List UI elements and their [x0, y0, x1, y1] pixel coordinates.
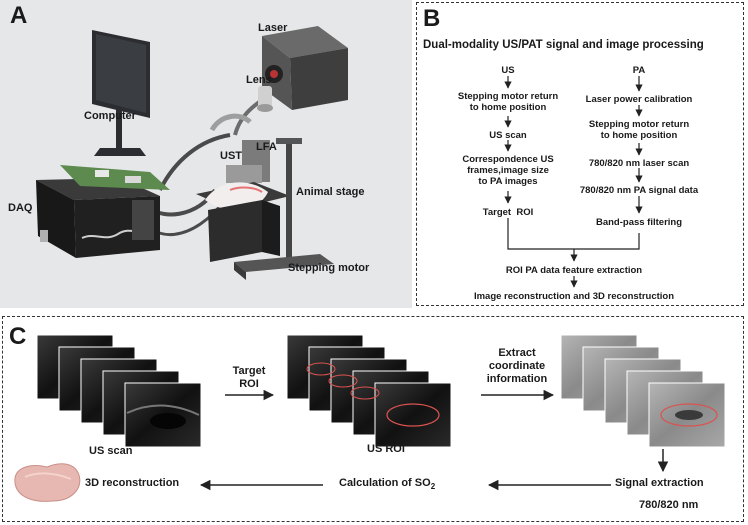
- label-us-scan: US scan: [89, 445, 133, 457]
- panel-c-pipeline: C: [2, 316, 744, 522]
- panel-a-hardware-illustration: A Laser Lens Computer UST LFA Animal sta…: [0, 0, 412, 308]
- panel-b-flowchart: B Dual-modality US/PAT signal and image …: [416, 2, 744, 306]
- label-animal-stage: Animal stage: [296, 186, 365, 198]
- pa-step-5: Band-pass filtering: [595, 217, 683, 228]
- us-step-4: Target ROI: [482, 207, 534, 218]
- us-step-1: Stepping motor return to home position: [457, 91, 559, 113]
- panel-letter-b: B: [423, 5, 441, 32]
- label-lfa: LFA: [256, 141, 277, 153]
- label-wavelength: 780/820 nm: [639, 499, 699, 511]
- animal-stage-icon: [196, 182, 290, 262]
- pa-step-1: Laser power calibration: [585, 94, 693, 105]
- us-step-0: US: [501, 65, 515, 76]
- transducer-assembly-icon: [209, 113, 270, 183]
- lens-icon: [257, 86, 273, 112]
- label-computer: Computer: [84, 110, 136, 122]
- merge-step-1: ROI PA data feature extraction: [505, 265, 643, 276]
- stepping-motor-icon: [234, 138, 334, 280]
- us-step-3: Correspondence US frames,image size to P…: [462, 154, 554, 187]
- flowchart-title: Dual-modality US/PAT signal and image pr…: [423, 39, 704, 51]
- label-laser: Laser: [258, 22, 288, 34]
- label-extract: Extract coordinate information: [486, 347, 548, 385]
- label-daq: DAQ: [8, 202, 33, 214]
- label-target-roi: Target ROI: [232, 365, 266, 390]
- us-scan-stack-icon: [36, 334, 202, 448]
- label-us-roi: US ROI: [367, 443, 405, 455]
- 3d-reconstruction-icon: [14, 463, 81, 502]
- panel-letter-a: A: [10, 2, 28, 29]
- pa-step-4: 780/820 nm PA signal data: [579, 185, 699, 196]
- daq-box-icon: [36, 165, 170, 258]
- laser-box-icon: [262, 26, 348, 110]
- computer-monitor-icon: [92, 30, 150, 156]
- label-lens: Lens: [246, 74, 272, 86]
- pa-step-0: PA: [632, 65, 646, 76]
- pa-stack-icon: [560, 334, 726, 448]
- hardware-illustration: [36, 26, 348, 280]
- pipeline-graphics: [14, 334, 726, 502]
- flowchart-arrows: [504, 76, 643, 288]
- label-signal-extraction: Signal extraction: [615, 477, 704, 489]
- label-3d-reconstruction: 3D reconstruction: [85, 477, 180, 489]
- pa-step-3: 780/820 nm laser scan: [588, 158, 690, 169]
- us-roi-stack-icon: [286, 334, 452, 448]
- label-calculation-so2: Calculation of SO2: [339, 477, 436, 492]
- panel-letter-c: C: [9, 323, 27, 350]
- merge-step-2: Image reconstruction and 3D reconstructi…: [473, 291, 675, 302]
- label-ust: UST: [220, 150, 242, 162]
- cable-icon: [158, 133, 231, 191]
- pa-step-2: Stepping motor return to home position: [588, 119, 690, 141]
- us-step-2: US scan: [489, 130, 527, 141]
- label-stepping-motor: Stepping motor: [288, 262, 370, 274]
